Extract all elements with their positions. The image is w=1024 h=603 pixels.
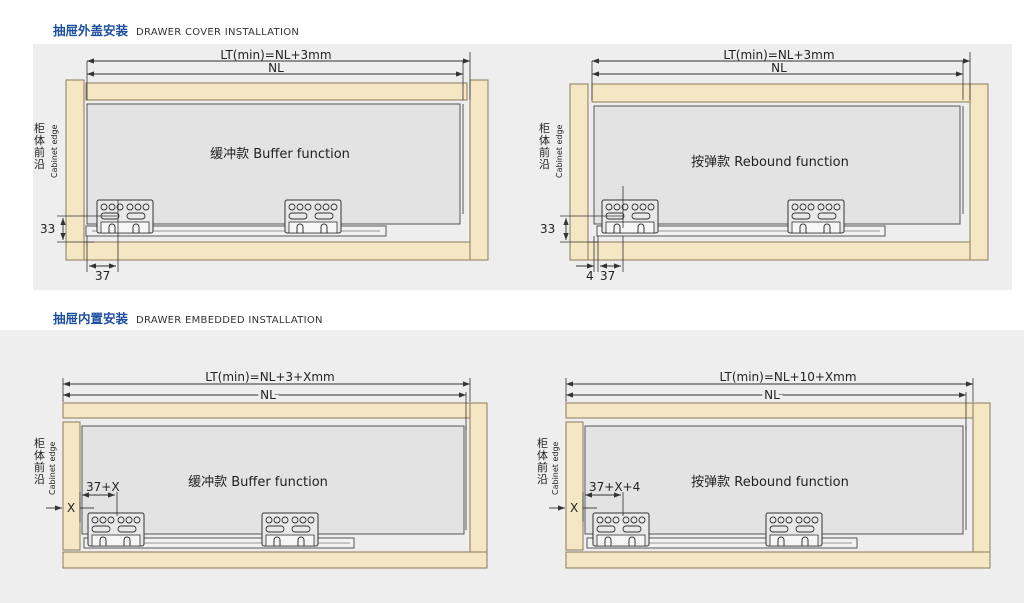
- side-label-en: Cabinet edge: [551, 441, 560, 495]
- section-title-cn: 抽屉内置安装: [53, 311, 129, 326]
- cabinet-top: [62, 402, 488, 419]
- side-label-en: Cabinet edge: [50, 124, 59, 178]
- nl-label: NL: [771, 61, 787, 75]
- cabinet-side-right: [469, 79, 489, 261]
- section-title-cn: 抽屉外盖安装: [53, 23, 129, 38]
- drawer-front-panel: [62, 421, 81, 551]
- mounting-bracket: [787, 199, 845, 234]
- nl-label: NL: [268, 61, 284, 75]
- cabinet-side-left: [569, 83, 589, 261]
- mounting-bracket: [765, 512, 823, 547]
- cabinet-bottom: [83, 241, 471, 261]
- side-label-cn: 柜体前沿: [537, 437, 548, 486]
- lt-formula: LT(min)=NL+3mm: [723, 48, 834, 62]
- mounting-bracket: [284, 199, 342, 234]
- cabinet-side-right: [969, 83, 989, 261]
- section-title-embedded: 抽屉内置安装 DRAWER EMBEDDED INSTALLATION: [53, 308, 323, 327]
- drawer-cover-panel: [85, 82, 468, 101]
- diagram-embedded-buffer: LT(min)=NL+3+Xmm NL 缓冲款 Buffer function …: [34, 370, 488, 569]
- side-label-cn: 柜体前沿: [34, 437, 45, 486]
- cabinet-side-left: [65, 79, 85, 261]
- dim-vertical: 33: [540, 222, 555, 236]
- lt-formula: LT(min)=NL+10+Xmm: [719, 370, 856, 384]
- nl-label: NL: [764, 388, 780, 402]
- dim-label: 37+X: [86, 480, 120, 494]
- dim-horizontal-1: 4: [586, 269, 594, 283]
- function-label: 按弹款 Rebound function: [691, 475, 849, 490]
- nl-label: NL: [260, 388, 276, 402]
- side-label-cn: 柜体前沿: [539, 122, 550, 171]
- dim-x: X: [67, 501, 75, 515]
- mounting-bracket: [601, 199, 659, 234]
- mounting-bracket: [87, 512, 145, 547]
- dim-x: X: [570, 501, 578, 515]
- lt-formula: LT(min)=NL+3+Xmm: [205, 370, 334, 384]
- function-label: 缓冲款 Buffer function: [210, 147, 350, 162]
- dim-vertical: 33: [40, 222, 55, 236]
- mounting-bracket: [592, 512, 650, 547]
- side-label-en: Cabinet edge: [555, 124, 564, 178]
- mounting-bracket: [261, 512, 319, 547]
- cabinet-bottom: [565, 551, 991, 569]
- section-title-cover: 抽屉外盖安装 DRAWER COVER INSTALLATION: [53, 20, 299, 39]
- drawer-cover-panel: [591, 83, 971, 103]
- drawer-front-panel: [565, 421, 584, 551]
- cabinet-side-right: [469, 402, 488, 569]
- cabinet-side-right: [972, 402, 991, 569]
- section-title-en: DRAWER COVER INSTALLATION: [136, 27, 300, 38]
- side-label-cn: 柜体前沿: [34, 122, 45, 171]
- diagram-embedded-rebound: LT(min)=NL+10+Xmm NL 按弹款 Rebound functio…: [537, 370, 991, 569]
- dim-label: 37+X+4: [589, 480, 640, 494]
- side-label-en: Cabinet edge: [48, 441, 57, 495]
- function-label: 按弹款 Rebound function: [691, 155, 849, 170]
- lt-formula: LT(min)=NL+3mm: [220, 48, 331, 62]
- cabinet-top: [565, 402, 991, 419]
- function-label: 缓冲款 Buffer function: [188, 475, 328, 490]
- dim-horizontal-2: 37: [600, 269, 615, 283]
- cabinet-bottom: [587, 241, 971, 261]
- diagram-cover-rebound: LT(min)=NL+3mm NL 按弹款 Rebound function 3…: [539, 48, 989, 283]
- dim-horizontal: 37: [95, 269, 110, 283]
- mounting-bracket: [96, 199, 154, 234]
- section-title-en: DRAWER EMBEDDED INSTALLATION: [136, 315, 323, 326]
- diagram-cover-buffer: LT(min)=NL+3mm NL 缓冲款 Buffer function 33…: [34, 48, 489, 283]
- cabinet-bottom: [62, 551, 488, 569]
